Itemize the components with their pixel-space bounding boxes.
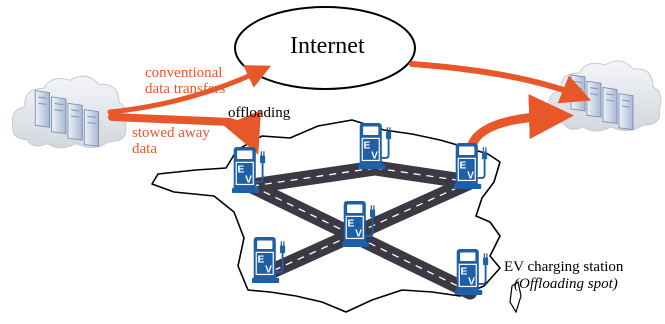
stowed-away-label: stowed away <box>132 125 210 141</box>
ev-station-caption: EV charging station <box>504 259 624 275</box>
internet-label: Internet <box>290 33 365 59</box>
ev-station-subcaption: (Offloading spot) <box>514 276 618 292</box>
internet-ellipse <box>234 6 416 90</box>
destination-server-cloud <box>548 60 662 132</box>
station-to-destination-arrow <box>465 94 574 157</box>
internet-to-destination-arrow <box>409 61 592 104</box>
data-transfers-label: data transfers <box>145 81 226 97</box>
conventional-label: conventional <box>145 65 223 81</box>
offloading-arrow <box>108 110 261 155</box>
offloading-label: offloading <box>228 105 291 121</box>
corsica-outline <box>509 281 522 314</box>
conventional-transfer-arrow <box>107 65 272 115</box>
data-label: data <box>132 141 157 157</box>
